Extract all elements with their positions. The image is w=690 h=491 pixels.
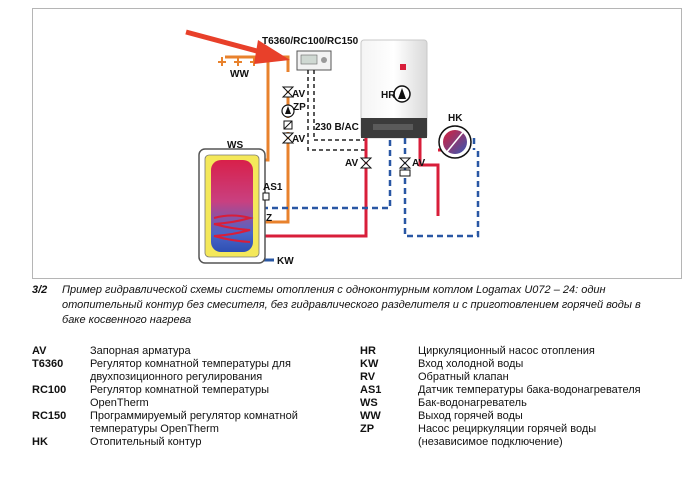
diagram-frame (32, 8, 682, 279)
control-wiring (307, 70, 366, 151)
legend-item: WS Бак-водонагреватель (360, 397, 660, 410)
check-valve-rv (283, 120, 293, 130)
valve-av-mid (281, 132, 295, 144)
legend-abbr: WS (360, 397, 378, 409)
legend-item: KW Вход холодной воды (360, 358, 660, 371)
hydraulic-diagram: T6360/RC100/RC150 WW AV ZP AV HR 230 B/A… (32, 8, 682, 279)
label-ww: WW (230, 69, 249, 80)
legend-desc: Обратный клапан (418, 371, 509, 383)
legend-abbr: RV (360, 371, 376, 383)
legend-abbr: ZP (360, 423, 375, 435)
legend-desc: Регулятор комнатной температуры OpenTher… (90, 384, 270, 409)
label-av-left: AV (345, 158, 358, 169)
legend-desc: Насос рециркуляции горячей воды (независ… (418, 423, 597, 448)
legend-item: HK Отопительный контур (32, 436, 332, 449)
legend-desc: Программируемый регулятор комнатной темп… (90, 410, 298, 435)
legend-abbr: RC100 (32, 384, 67, 396)
legend-item: HR Циркуляционный насос отопления (360, 345, 660, 358)
label-controller: T6360/RC100/RC150 (262, 36, 359, 47)
pointer-arrow (185, 29, 290, 64)
legend-desc: Регулятор комнатной температуры для двух… (90, 358, 291, 383)
label-hk: HK (448, 113, 463, 124)
legend-abbr: RC150 (32, 410, 67, 422)
legend-abbr: AV (32, 345, 47, 357)
room-controller (296, 50, 332, 71)
sensor-as1 (262, 192, 270, 201)
label-hr: HR (381, 90, 396, 101)
legend-item: AV Запорная арматура (32, 345, 332, 358)
legend-abbr: AS1 (360, 384, 382, 396)
label-z: Z (266, 213, 272, 224)
boiler (360, 39, 428, 139)
label-av-top: AV (292, 89, 305, 100)
label-av-right: AV (412, 158, 425, 169)
valve-av-top (281, 86, 295, 98)
pump-zp (281, 104, 295, 118)
label-av-mid: AV (292, 134, 305, 145)
legend-item: T6360 Регулятор комнатной температуры для… (32, 358, 332, 384)
valve-av-left (359, 157, 373, 169)
legend-abbr: T6360 (32, 358, 64, 370)
label-ws: WS (227, 140, 243, 151)
legend-desc: Вход холодной воды (418, 358, 524, 370)
label-as1: AS1 (263, 182, 283, 193)
heating-circuit-hk (438, 125, 472, 159)
legend-abbr: KW (360, 358, 379, 370)
ww-taps (218, 57, 258, 66)
legend-abbr: HR (360, 345, 376, 357)
label-kw: KW (277, 256, 294, 267)
caption-text: Пример гидравлической схемы системы отоп… (62, 284, 641, 326)
legend-abbr: WW (360, 410, 381, 422)
legend-right: HR Циркуляционный насос отопления KW Вход … (360, 345, 660, 449)
legend-item: WW Выход горячей воды (360, 410, 660, 423)
storage-tank-ws (198, 148, 266, 264)
heating-flow-pipes (262, 138, 451, 238)
legend-desc: Выход горячей воды (418, 410, 523, 422)
legend-item: RV Обратный клапан (360, 371, 660, 384)
legend-item: RC150 Программируемый регулятор комнатной… (32, 410, 332, 436)
legend-item: AS1 Датчик температуры бака-водонагревате… (360, 384, 660, 397)
legend-item: RC100 Регулятор комнатной температуры Ope… (32, 384, 332, 410)
figure-number: 3/2 (32, 284, 48, 296)
legend-desc: Запорная арматура (90, 345, 191, 357)
legend-desc: Отопительный контур (90, 436, 202, 448)
legend-desc: Бак-водонагреватель (418, 397, 527, 409)
legend-desc: Циркуляционный насос отопления (418, 345, 595, 357)
legend-abbr: HK (32, 436, 48, 448)
legend-desc: Датчик температуры бака-водонагревателя (418, 384, 641, 396)
label-voltage: 230 B/AC (315, 122, 359, 133)
valve-av-right (398, 157, 412, 177)
label-zp: ZP (293, 102, 306, 113)
legend-item: ZP Насос рециркуляции горячей воды (незав… (360, 423, 660, 449)
heating-return-pipes (262, 138, 480, 238)
